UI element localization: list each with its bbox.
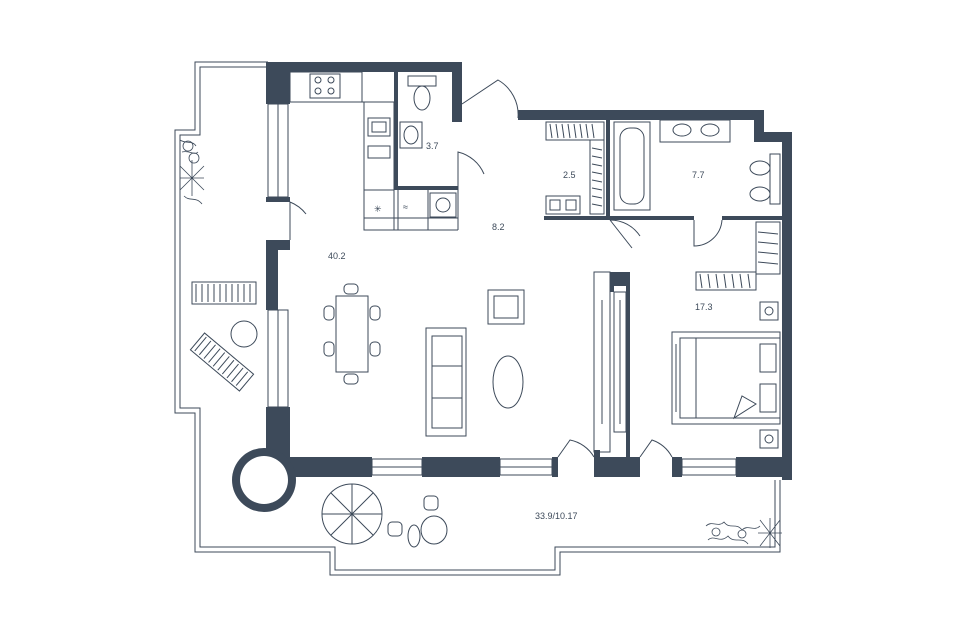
living-furniture [323,271,627,453]
kitchen: ✳ ≈ [289,71,459,231]
room-area-bedroom: 17.3 [695,302,713,312]
dining-table-icon [323,283,381,385]
room-area-bathroom-small: 3.7 [426,141,439,151]
sink-icon [367,117,391,137]
coffee-table-icon [492,355,524,409]
wardrobe-icon [545,121,605,215]
plant-icon [179,139,205,205]
round-column-icon [232,448,296,512]
room-area-hall: 8.2 [492,222,505,232]
bed-icon [671,331,781,425]
side-table-icon [230,320,258,348]
interior-walls [394,72,782,477]
lounger-icon [189,332,255,392]
bathroom-large-fixtures [613,119,781,211]
bedroom-furniture [671,221,781,449]
chair-icon [387,495,439,537]
wardrobe-icon [695,221,781,291]
washbasin-icon [399,121,423,149]
armchair-icon [487,289,525,325]
washing-machine-icon [429,192,457,218]
terrace-furniture [179,139,782,548]
lounger-icon [191,281,257,305]
room-area-wardrobe: 2.5 [563,170,576,180]
umbrella-icon [321,483,383,545]
toilet-icon [407,75,437,111]
room-area-bathroom-large: 7.7 [692,170,705,180]
tv-unit-icon [593,271,627,453]
windows [267,103,737,476]
bathroom-small-fixtures [399,75,437,149]
terrace-outline [174,61,781,576]
nightstand-icon [759,301,779,449]
dryer-icon: ≈ [403,202,408,212]
sofa-icon [425,327,467,437]
doors [289,79,723,458]
room-area-living: 40.2 [328,251,346,261]
appliance-star-icon: ✳ [374,204,382,214]
double-washbasin-icon [659,119,731,143]
stove-icon [309,73,341,99]
bidet-icon [749,153,781,205]
terrace-table-icon [420,515,448,545]
bathtub-icon [613,121,651,211]
plant-icon [705,518,782,548]
room-area-terrace: 33.9/10.17 [535,511,578,521]
